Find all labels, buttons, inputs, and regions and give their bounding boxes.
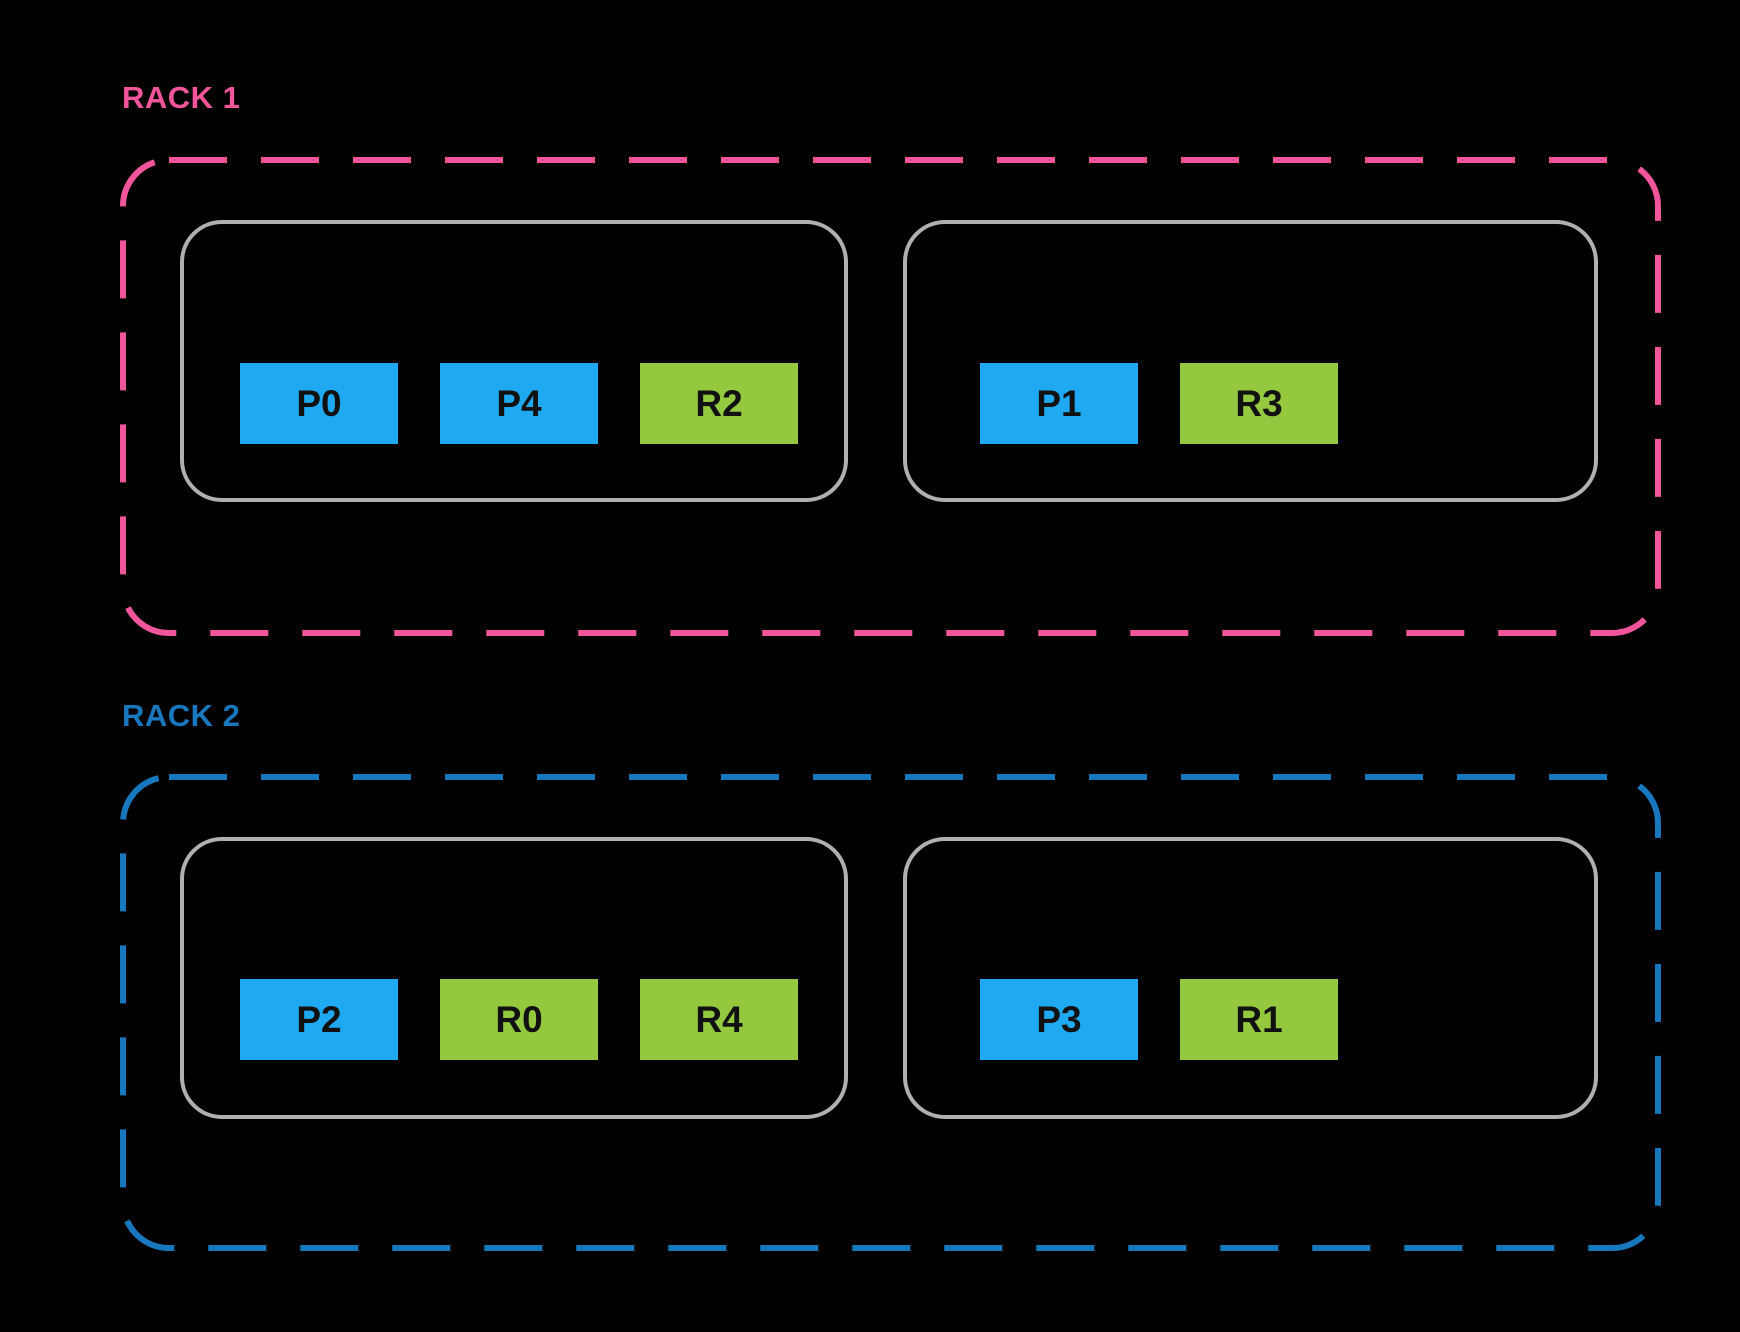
rack1-boundary xyxy=(120,157,1661,636)
rack1-label: RACK 1 xyxy=(122,80,241,115)
rack1-dashed-border xyxy=(120,157,1661,636)
rack2-label: RACK 2 xyxy=(122,698,241,733)
rack1-server-1 xyxy=(180,220,848,502)
shard-r3: R3 xyxy=(1180,363,1338,444)
rack2-server-2 xyxy=(903,837,1598,1119)
shard-r1: R1 xyxy=(1180,979,1338,1060)
shard-r4: R4 xyxy=(640,979,798,1060)
shard-p2: P2 xyxy=(240,979,398,1060)
rack2-boundary xyxy=(120,774,1661,1251)
rack2-dashed-border xyxy=(120,774,1661,1251)
rack2-server-1 xyxy=(180,837,848,1119)
shard-p3: P3 xyxy=(980,979,1138,1060)
shard-p4: P4 xyxy=(440,363,598,444)
shard-r2: R2 xyxy=(640,363,798,444)
shard-p1: P1 xyxy=(980,363,1138,444)
rack1-server-2 xyxy=(903,220,1598,502)
shard-r0: R0 xyxy=(440,979,598,1060)
shard-p0: P0 xyxy=(240,363,398,444)
